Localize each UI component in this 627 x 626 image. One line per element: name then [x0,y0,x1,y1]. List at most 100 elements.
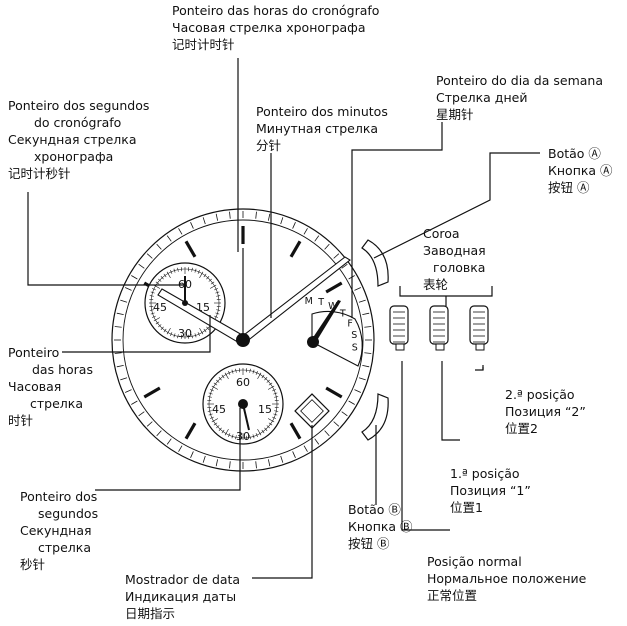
subdial-tick [160,326,164,330]
minute-track-tick [120,299,128,303]
date-window [294,393,330,429]
subdial-tick [166,271,171,279]
day-letter: F [347,318,352,329]
minute-track-tick [362,312,370,316]
subdial-tick [249,435,251,440]
minute-track-tick [146,421,153,427]
subdial-tick [170,332,173,337]
label-position-1: 1.ª posição Позиция “1” 位置1 [450,466,531,515]
subdial-tick [155,321,160,325]
minute-track-tick [178,445,183,452]
minute-track-tick [303,228,308,235]
label-chrono-hour-hand: Ponteiro das horas do cronógrafo Часовая… [172,3,380,52]
minute-track-tick [215,213,219,221]
watch-dial-inner [122,219,364,461]
subdial-tick [151,288,156,291]
subdial-tick [274,396,279,398]
subdial-tick [211,385,219,390]
subdial-tick [216,309,221,311]
subdial-tick [163,328,167,333]
subdial-tick [194,333,197,338]
minute-track-tick [190,451,194,459]
minute-track-tick [138,263,145,269]
subdial-tick [208,278,212,282]
subdial-tick [214,288,219,291]
minute-track-tick [341,263,348,269]
minute-track-tick [156,430,162,437]
subdial-tick [213,382,218,386]
subdial-tick [221,429,225,434]
subdial-tick [235,368,237,373]
subdial-tick [208,392,213,395]
day-hand-pin [307,336,319,348]
subdial-tick [228,433,231,438]
minute-track-tick [229,461,231,469]
minute-track-tick [292,221,296,229]
day-letter: T [339,308,346,319]
minute-track-tick [303,445,308,452]
subdial-tick [215,291,220,294]
subdial-tick [150,312,155,315]
minute-track-tick [267,459,271,467]
subdial-tick [153,317,161,322]
subdial2-num-15: 15 [258,403,272,416]
subdial-tick [252,369,255,374]
subdial2-num-60: 60 [236,376,250,389]
subdial-tick [173,333,176,338]
subdial-tick [261,374,265,379]
subdial-tick [194,268,197,273]
subdial-tick [218,377,222,381]
minute-track-tick [178,228,183,235]
subdial-tick [268,382,273,386]
subdial-tick [261,429,265,434]
label-minute-hand: Ponteiro dos minutos Минутная стрелка 分针 [256,104,388,153]
hour-marker [143,386,161,399]
day-letter: M [305,296,313,307]
minute-track-tick [354,287,362,291]
subdial-tick [149,309,154,311]
subdial-tick [208,413,213,416]
subdial-tick [224,372,229,380]
subdial-tick [228,370,231,375]
subdial-tick [257,372,262,380]
minute-track-tick [114,326,122,328]
minute-track-tick [215,459,219,467]
subdial1-num-30: 30 [178,327,192,340]
day-letter: W [328,301,338,312]
subdial-tick [211,418,219,423]
minute-track-tick [324,243,330,250]
subdial-tick [224,428,229,436]
subdial-tick [267,385,275,390]
minute-track-tick [116,364,124,368]
minute-track-tick [314,235,320,242]
subdial-tick [177,267,179,272]
label-day-hand: Ponteiro do dia da semana Стрелка дней 星… [436,73,603,122]
label-crown: Coroa Заводная головка 表轮 [423,226,486,292]
subdial-tick [210,281,215,285]
label-chrono-second-hand: Ponteiro dos segundos do cronógrafo Секу… [8,98,150,181]
label-seconds-hand: Ponteiro dos segundos Секундная стрелка … [20,489,99,572]
minute-track-tick [280,217,284,225]
subdial-tick [207,410,212,412]
leader-lines [27,58,540,579]
subdial-tick [158,324,162,328]
minute-track-tick [146,253,153,259]
minute-track-tick [333,253,340,259]
subdial-tick [268,422,273,426]
subdial-tick [255,433,258,438]
subdial-tick [199,327,204,335]
subdial-tick [206,276,210,280]
minute-track-tick [255,211,257,219]
button-b-icon [361,393,389,441]
subdial-tick [264,377,268,381]
subdial-tick [216,425,220,429]
day-letter: T [317,297,324,308]
subdial-tick [231,369,234,374]
minute-track-tick [156,243,162,250]
minute-track-tick [120,377,128,381]
subdial-tick [257,428,262,436]
subdial-tick [221,374,225,379]
subdial-tick [160,276,164,280]
subdial-tick [203,273,207,278]
